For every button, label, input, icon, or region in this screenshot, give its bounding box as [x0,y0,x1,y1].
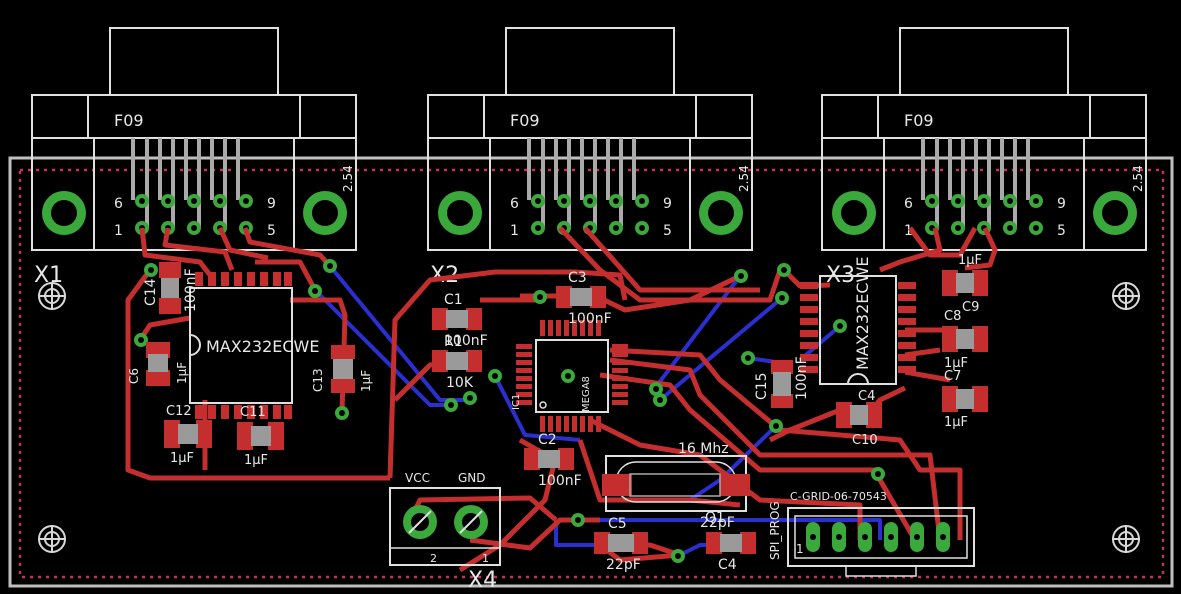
cap-label: C9 [962,300,979,315]
cap-c9: 1µF C9 [942,253,988,315]
connector-x2: F09 6 1 9 5 2.54 X2 [427,27,753,288]
cap-value: 100nF [183,268,199,312]
cap-label: C5 [608,516,627,532]
cap-c11: C11 1µF [237,405,284,468]
cap-value: 1µF [175,362,189,384]
cap-label: C8 [944,309,961,324]
connector-x3: F09 6 1 9 5 2.54 [821,27,1147,251]
cap-value: 100nF [794,356,810,400]
resistor-value: 10K [446,375,474,391]
cap-c14: C14 100nF [143,262,199,314]
board-dimension-border [18,168,1165,579]
cap-label: C1 [444,292,463,308]
crystal-value: 16 Mhz [678,441,729,457]
ic-mega8-name: IC1 [511,394,522,410]
cap-value: 22pF [606,557,641,573]
terminal-gnd-label: GND [458,471,486,485]
cap-c5: C5 22pF [594,516,648,573]
ic-max232-right: MAX232ECWE [800,257,916,385]
pin-label: 5 [663,223,672,239]
cap-c2: C2 100nF [524,432,582,489]
cap-c12: C12 1µF [164,404,212,466]
spi-header-pin1: 1 [796,542,804,556]
ic-max232-right-value: MAX232ECWE [853,257,872,370]
cap-label: C15 [754,372,770,400]
terminal-vcc-label: VCC [405,471,430,485]
pin-label: 9 [267,196,276,212]
terminal-name: X4 [468,568,497,593]
cap-label: C14 [143,278,159,306]
pin-label: 5 [1057,223,1066,239]
pin-label: 9 [663,196,672,212]
crystal-q1: 16 Mhz Q1 [602,441,750,526]
cap-value: 1µF [958,253,982,268]
cap-c4: 22pF C4 [700,515,756,573]
cap-label: C12 [166,404,192,419]
spi-header-package: C-GRID-06-70543 [790,490,887,503]
ic-max232-left: MAX232ECWE [189,272,319,419]
bottom-copper-traces [313,264,882,557]
ic-mega8-value: MEGA8 [581,376,592,412]
cap-label: C13 [311,368,325,392]
cap-value: 1µF [944,415,968,430]
pitch-label: 2.54 [341,165,355,192]
pin-label: 5 [267,223,276,239]
cap-value: 1µF [170,451,194,466]
cap-c3: C3 100nF [556,270,612,327]
pitch-label: 2.54 [1131,165,1145,192]
pin-label: 6 [114,196,123,212]
connector-x1: F09 6 1 9 5 2.54 X1 [31,27,357,288]
resistor-r1: R1 10K [432,334,482,391]
pin-label: 6 [904,196,913,212]
cap-label: C3 [568,270,587,286]
cap-value: 1µF [944,356,968,371]
board-outline [8,156,1174,588]
mounting-holes [38,282,1140,553]
cap-value: 22pF [700,515,735,531]
connector-x2-package: F09 [510,111,540,130]
crystal-name: Q1 [705,510,725,526]
pitch-label: 2.54 [737,165,751,192]
connector-x3-package: F09 [904,111,934,130]
cap-label: C7 [944,369,961,384]
cap-label: C4 [718,557,737,573]
pin-label: 1 [114,223,123,239]
cap-c1: C1 100nF [432,292,488,349]
terminal-x4: VCC GND 2 1 X4 [389,471,501,593]
pin-label: 9 [1057,196,1066,212]
cap-value: 100nF [538,473,582,489]
cap-c7: C7 1µF [942,369,988,430]
cap-c13: C13 1µF [311,345,373,393]
cap-label: C11 [240,405,266,420]
cap-c10: C10 C4 [836,389,882,448]
terminal-pin1: 1 [482,552,489,565]
cap-value: 100nF [568,311,612,327]
cap-label: C10 [852,433,878,448]
terminal-pin2: 2 [430,552,437,565]
ic-max232-left-value: MAX232ECWE [206,337,319,356]
pin-label: 1 [904,223,913,239]
cap-value: 100nF [444,333,488,349]
spi-header: C-GRID-06-70543 SPI_PROG 1 [768,490,975,577]
spi-header-name: SPI_PROG [768,501,782,560]
cap-c8: C8 1µF [942,309,988,371]
cap-label: C4 [858,389,875,404]
pin-label: 6 [510,196,519,212]
pin-label: 1 [510,223,519,239]
ic-mega8: MEGA8 IC1 [511,320,628,432]
cap-value: 1µF [244,453,268,468]
cap-label: C6 [127,368,141,384]
cap-value: 1µF [359,370,373,392]
resistor-label: R1 [444,334,463,350]
connector-x1-package: F09 [114,111,144,130]
smd-components: C14 100nF C6 1µF C13 1µF C12 1µF C11 [127,253,988,573]
cap-label: C2 [538,432,557,448]
cap-c6: C6 1µF [127,342,189,386]
cap-c15: C15 100nF [754,356,810,408]
